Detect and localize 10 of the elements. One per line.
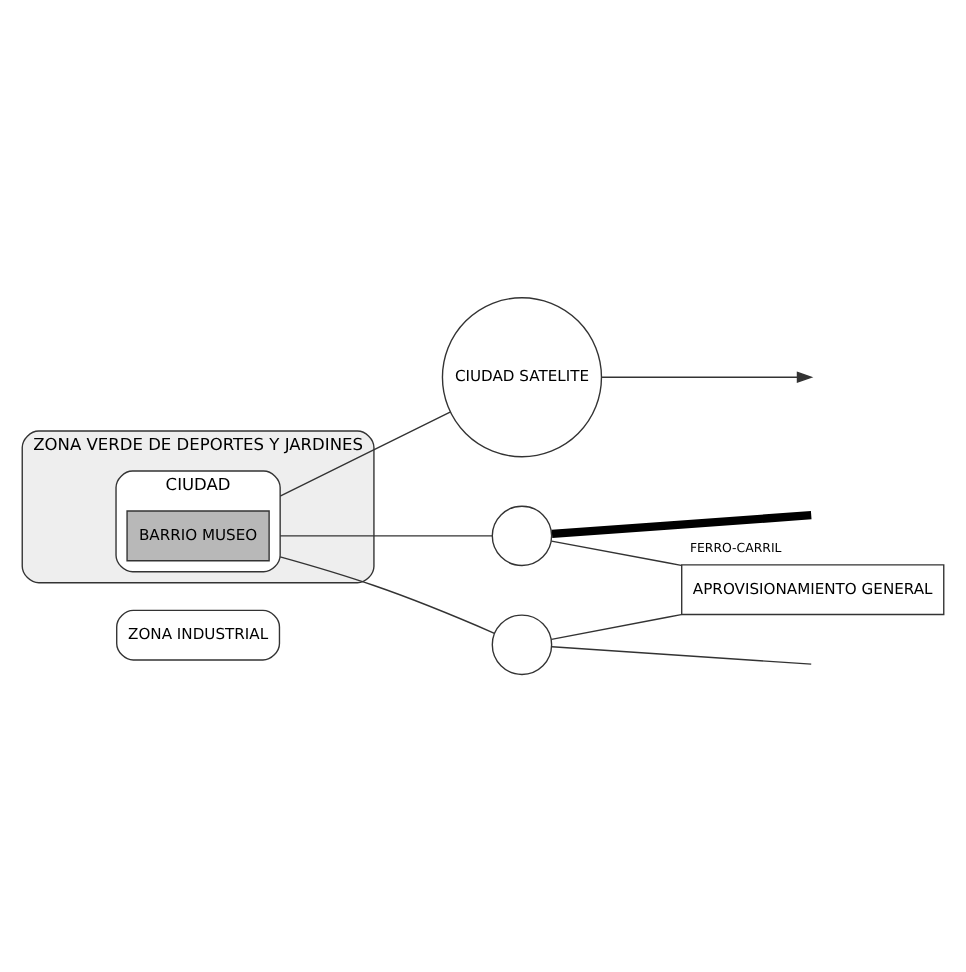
connector [279,535,493,537]
connector [551,511,812,538]
arrow [601,371,814,384]
connector [550,540,682,567]
connector [550,613,682,641]
node-circle [491,505,553,567]
connector [551,646,812,665]
node-circle [491,614,553,676]
connector [279,556,496,634]
connector [279,411,451,497]
